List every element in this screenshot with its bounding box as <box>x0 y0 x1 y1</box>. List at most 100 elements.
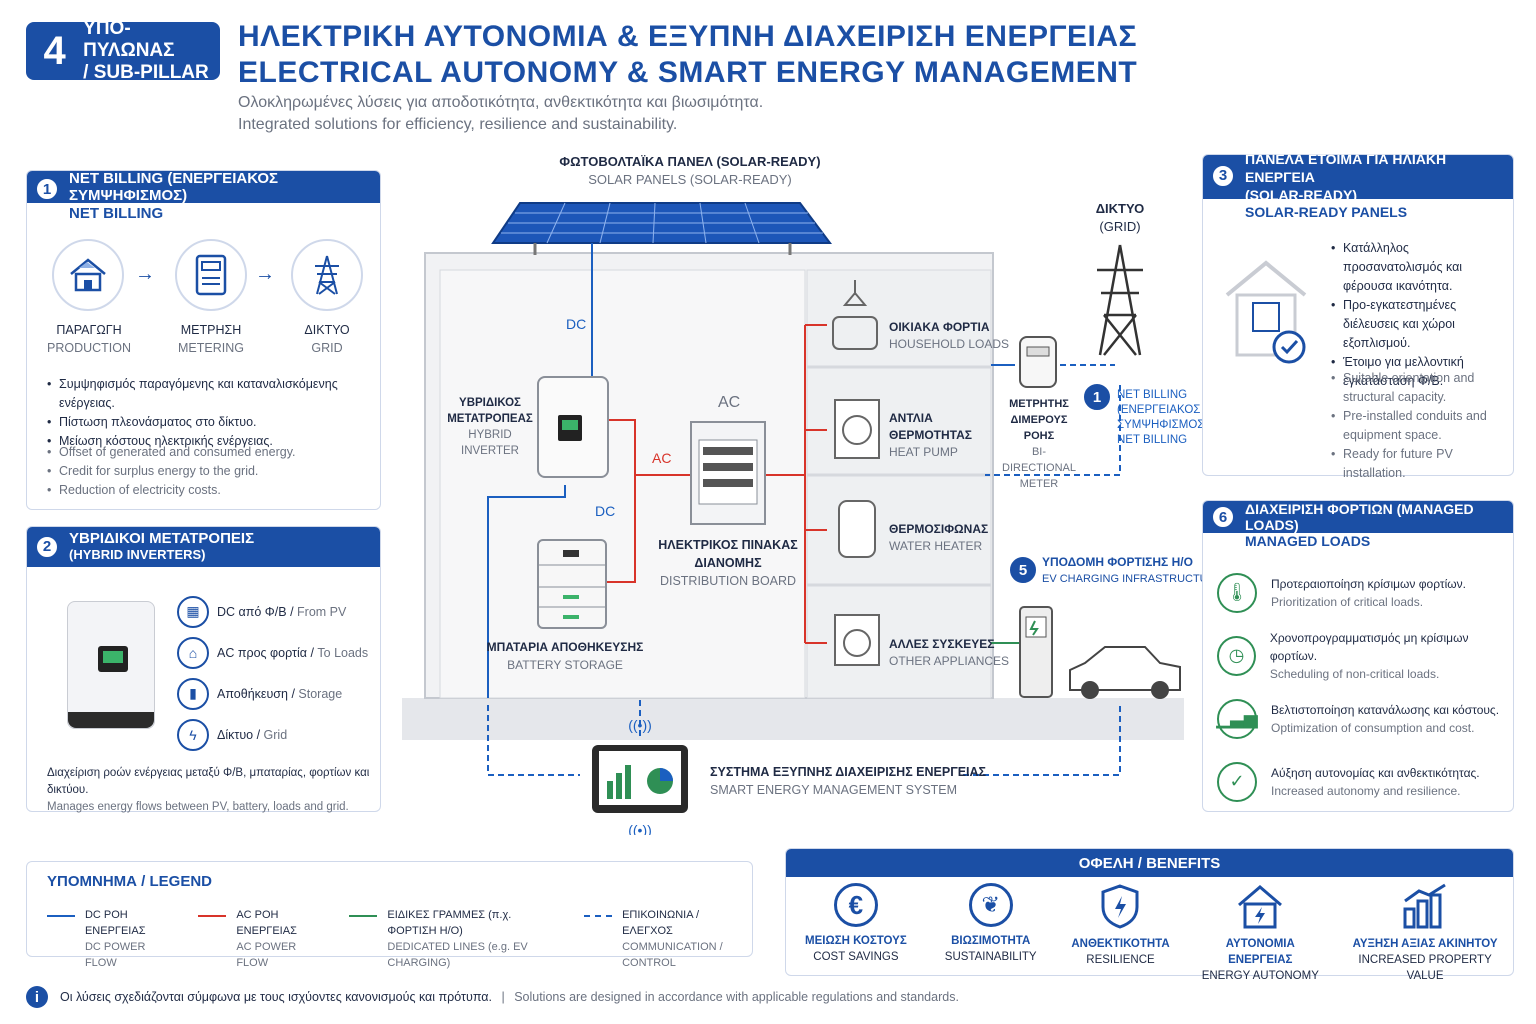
leaf-icon: ❦ <box>968 883 1013 927</box>
net-billing-subtitle: NET BILLING <box>69 205 164 222</box>
net-billing-marker: 1 <box>1084 384 1110 410</box>
ac-label: AC <box>718 394 741 411</box>
item-label-gr: DC από Φ/Β <box>217 604 287 619</box>
board-label-en: DISTRIBUTION BOARD <box>659 574 797 588</box>
net-billing-callout: ΣΥΜΨΗΦΙΣΜΟΣ) <box>1117 419 1209 431</box>
meter-label-gr: ΜΕΤΡΗΤΗΣ <box>1009 398 1069 410</box>
legend-label-gr: AC ΡΟΗ ΕΝΕΡΓΕΙΑΣ <box>236 909 297 937</box>
house-icon: ⌂ <box>177 636 209 669</box>
battery-label-gr: ΜΠΑΤΑΡΙΑ ΑΠΟΘΗΚΕΥΣΗΣ <box>486 640 644 654</box>
page-subtitle-gr: Ολοκληρωμένες λύσεις για αποδοτικότητα, … <box>238 94 764 111</box>
euro-icon: € <box>833 883 878 927</box>
item-label-en: Prioritization of critical loads. <box>1271 594 1424 609</box>
benefit-label-gr: ΑΝΘΕΚΤΙΚΟΤΗΤΑ <box>1071 938 1170 950</box>
item-label-en: Storage <box>298 686 343 701</box>
bidirectional-meter-unit <box>1019 336 1057 388</box>
item-label-gr: AC προς φορτία <box>217 645 307 660</box>
list-item: Ready for future PV installation. <box>1331 445 1509 483</box>
wifi-icon: ((•)) <box>628 822 652 835</box>
item-label-en: Increased autonomy and resilience. <box>1271 783 1461 798</box>
dc-line-swatch <box>47 915 75 917</box>
ev-label-en: EV CHARGING INFRASTRUCTURE <box>1042 573 1223 585</box>
benefit-label-en: ENERGY AUTONOMY <box>1201 970 1319 982</box>
ac-label: AC <box>652 450 672 466</box>
item-label-gr: Αύξηση αυτονομίας και ανθεκτικότητας. <box>1271 765 1480 780</box>
board-label-gr: ΔΙΑΝΟΜΗΣ <box>694 556 762 570</box>
shield-icon: ✓ <box>1217 761 1257 802</box>
solar-ready-title: (SOLAR-READY) <box>1245 187 1357 203</box>
dc-label: DC <box>566 316 587 332</box>
inverter-label-en: HYBRID INVERTER <box>461 429 519 457</box>
step-label-gr: ΜΕΤΡΗΣΗ <box>180 323 242 337</box>
legend-title: ΥΠΟΜΝΗΜΑ / LEGEND <box>47 873 212 890</box>
item-label-gr: Βελτιστοποίηση κατανάλωσης και κόστους. <box>1271 702 1500 717</box>
communication-line-swatch <box>584 915 613 917</box>
legend-label-gr: ΕΠΙΚΟΙΝΩΝΙΑ / ΕΛΕΓΧΟΣ <box>622 909 700 937</box>
list-item: Suitable orientation and structural capa… <box>1331 369 1509 407</box>
inverter-footer-en: Manages energy flows between PV, battery… <box>47 801 349 813</box>
pylon-icon <box>291 239 363 311</box>
electric-car <box>1069 646 1181 691</box>
inverter-label-gr: ΥΒΡΙΔΙΚΟΣ <box>459 397 521 409</box>
benefit-label-gr: ΑΥΤΟΝΟΜΙΑ ΕΝΕΡΓΕΙΑΣ <box>1225 938 1295 966</box>
sub-pillar-label-gr: ΥΠΟ-ΠΥΛΩΝΑΣ <box>83 18 175 61</box>
water-heater-icon <box>838 500 876 558</box>
meter-label-gr: ΔΙΜΕΡΟΥΣ ΡΟΗΣ <box>1010 414 1068 442</box>
benefit-item: ΑΥΞΗΣΗ ΑΞΙΑΣ ΑΚΙΝΗΤΟΥ INCREASED PROPERTY… <box>1345 883 1505 984</box>
load-label-gr: ΟΙΚΙΑΚΑ ΦΟΡΤΙΑ <box>889 320 990 334</box>
clock-icon: ◷ <box>1217 635 1256 676</box>
solar-ready-header: 3 ΠΑΝΕΛΑ ΕΤΟΙΜΑ ΓΙΑ ΗΛΙΑΚΗ ΕΝΕΡΓΕΙΑ (SOL… <box>1203 151 1513 203</box>
meter-label-en: METER <box>1019 478 1059 490</box>
chart-icon: ▁▃▅ <box>1216 698 1258 739</box>
washing-machine-icon <box>834 614 880 666</box>
benefit-item: ΑΝΘΕΚΤΙΚΟΤΗΤΑ RESILIENCE <box>1065 883 1175 984</box>
legend-label-en: DEDICATED LINES (e.g. EV CHARGING) <box>387 941 528 969</box>
footer-note-gr: Οι λύσεις σχεδιάζονται σύμφωνα με τους ι… <box>60 990 492 1004</box>
managed-loads-subtitle: MANAGED LOADS <box>1245 533 1371 549</box>
legend-label-en: COMMUNICATION / CONTROL <box>622 941 723 969</box>
solar-ready-subtitle: SOLAR-READY PANELS <box>1245 204 1408 220</box>
solar-ready-panel: 3 ΠΑΝΕΛΑ ΕΤΟΙΜΑ ΓΙΑ ΗΛΙΑΚΗ ΕΝΕΡΓΕΙΑ (SOL… <box>1202 151 1514 480</box>
list-item: ϟ Δίκτυο / Grid <box>177 714 377 755</box>
net-billing-header: 1 NET BILLING (ΕΝΕΡΓΕΙΑΚΟΣ ΣΥΜΨΗΦΙΣΜΟΣ) <box>27 170 380 204</box>
grid-pylon <box>1097 244 1143 356</box>
list-item: Pre-installed conduits and equipment spa… <box>1331 407 1509 445</box>
benefit-label-en: SUSTAINABILITY <box>944 951 1037 963</box>
battery-label-en: BATTERY STORAGE <box>507 658 623 672</box>
list-item: ◷ Χρονοπρογραμματισμός μη κρίσιμων φορτί… <box>1217 624 1511 687</box>
item-label-gr: Προτεραιοποίηση κρίσιμων φορτίων. <box>1271 576 1466 591</box>
net-billing-title: NET BILLING (ΕΝΕΡΓΕΙΑΚΟΣ ΣΥΜΨΗΦΙΣΜΟΣ) <box>69 170 279 204</box>
net-billing-callout: (ΕΝΕΡΓΕΙΑΚΟΣ <box>1117 404 1201 416</box>
net-billing-panel: 1 NET BILLING (ΕΝΕΡΓΕΙΑΚΟΣ ΣΥΜΨΗΦΙΣΜΟΣ) … <box>26 170 381 510</box>
load-label-en: OTHER APPLIANCES <box>889 654 1010 668</box>
solar-label-en: SOLAR PANELS (SOLAR-READY) <box>588 172 792 187</box>
load-label-gr: ΘΕΡΜΟΣΙΦΩΝΑΣ <box>889 522 989 536</box>
meter-icon <box>175 239 247 311</box>
battery-icon: ▮ <box>177 677 209 710</box>
grid-label-en: (GRID) <box>1099 219 1141 234</box>
load-label-gr: ΑΝΤΛΙΑ ΘΕΡΜΟΤΗΤΑΣ <box>889 411 972 442</box>
legend-label-gr: ΕΙΔΙΚΕΣ ΓΡΑΜΜΕΣ (π.χ. ΦΟΡΤΙΣΗ Η/Ο) <box>387 909 512 937</box>
house-solar-icon <box>52 239 124 311</box>
hybrid-inverters-panel: 2 ΥΒΡΙΔΙΚΟΙ ΜΕΤΑΤΡΟΠΕΙΣ (HYBRID INVERTER… <box>26 526 381 813</box>
board-label-gr: ΗΛΕΚΤΡΙΚΟΣ ΠΙΝΑΚΑΣ <box>658 538 798 552</box>
step-label-en: GRID <box>311 341 343 355</box>
list-item: Credit for surplus energy to the grid. <box>47 462 377 481</box>
house-solar-ready-icon <box>1221 255 1311 365</box>
solar-label-gr: ΦΩΤΟΒΟΛΤΑΪΚΑ ΠΑΝΕΛ (SOLAR-READY) <box>559 154 821 169</box>
item-label-en: To Loads <box>317 645 369 660</box>
pylon-icon: ϟ <box>177 718 209 751</box>
benefit-label-en: INCREASED PROPERTY VALUE <box>1358 954 1492 982</box>
net-billing-callout: NET BILLING <box>1117 434 1188 446</box>
step-label-gr: ΔΙΚΤΥΟ <box>304 323 350 337</box>
battery-unit <box>537 539 607 629</box>
inverter-flow-list: ▦ DC από Φ/Β / From PV ⌂ AC προς φορτία … <box>177 591 377 755</box>
item-label-en: Optimization of consumption and cost. <box>1271 720 1475 735</box>
item-label-gr: Δίκτυο <box>217 727 254 742</box>
sofa-icon <box>832 316 878 350</box>
hybrid-inverters-header: 2 ΥΒΡΙΔΙΚΟΙ ΜΕΤΑΤΡΟΠΕΙΣ (HYBRID INVERTER… <box>27 527 380 567</box>
step-label-gr: ΠΑΡΑΓΩΓΗ <box>56 323 122 337</box>
